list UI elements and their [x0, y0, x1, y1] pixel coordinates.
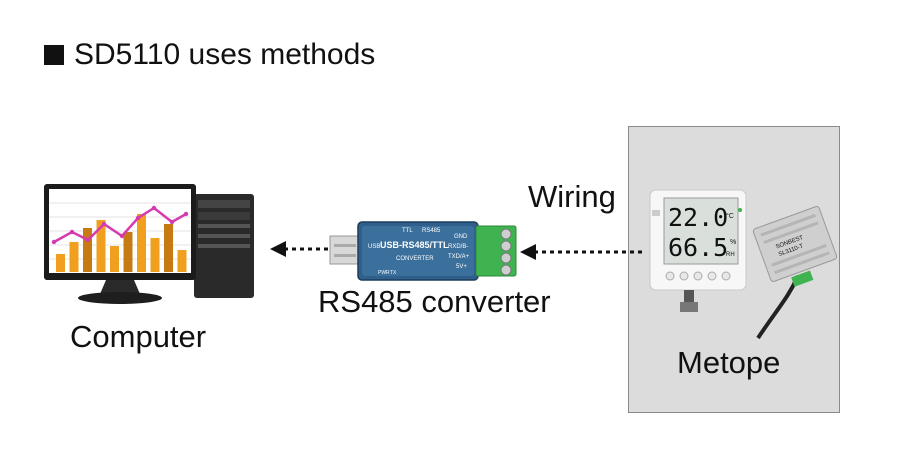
monitor-bar: [137, 214, 146, 272]
converter-tx-text: TX: [390, 270, 397, 276]
monitor-icon: [44, 184, 196, 304]
sensor-cable: [756, 275, 800, 340]
computer-illustration: [44, 184, 254, 304]
monitor-bar: [164, 224, 173, 272]
converter-gnd-text: GND: [454, 234, 468, 240]
external-probe-icon: SONBEST SL3110-T: [752, 206, 838, 287]
metope-sensor-illustration: 22.0 °C 66.5 % RH SONBEST SL3110-T: [649, 189, 838, 340]
converter-txd-text: TXD/A+: [448, 254, 470, 260]
monitor-trend-point: [69, 229, 75, 235]
heading-text: SD5110 uses methods: [74, 38, 376, 71]
converter-rs485-text: RS485: [422, 228, 441, 234]
converter-5v-text: 5V+: [456, 264, 467, 270]
converter-title-text: USB-RS485/TTL: [380, 240, 449, 250]
monitor-trend-point: [51, 239, 57, 245]
wall-sensor-icon: 22.0 °C 66.5 % RH: [649, 189, 747, 312]
monitor-bar: [83, 228, 92, 272]
monitor-trend-point: [135, 215, 141, 221]
converter-rxd-text: RXD/B-: [448, 244, 468, 250]
metope-label: Metope: [677, 345, 781, 380]
monitor-trend-point: [119, 233, 125, 239]
terminal-block-icon: [475, 225, 517, 277]
sensor-hum-unit-text: %: [730, 239, 736, 246]
monitor-bar: [69, 242, 79, 272]
monitor-bar: [110, 246, 119, 272]
rs485-converter-illustration: TTL RS485 USB USB-RS485/TTL CONVERTER GN…: [329, 221, 517, 281]
monitor-trend-point: [183, 211, 189, 217]
monitor-trend-point: [151, 205, 157, 211]
converter-sub-text: CONVERTER: [396, 256, 434, 262]
monitor-trend-point: [85, 237, 91, 243]
monitor-bar: [150, 238, 160, 272]
wiring-label: Wiring: [528, 179, 616, 214]
converter-usb-text: USB: [368, 244, 380, 250]
sensor-temperature-text: 22.0: [668, 203, 728, 232]
converter-label: RS485 converter: [318, 284, 551, 319]
pc-tower-icon: [194, 194, 254, 298]
arrow-to-converter: [520, 244, 642, 260]
sensor-temp-unit-text: °C: [726, 212, 734, 220]
converter-pwr-text: PWR: [378, 270, 390, 276]
monitor-bar: [177, 250, 187, 272]
monitor-trend-point: [169, 219, 175, 225]
sensor-humidity-text: 66.5: [668, 233, 728, 262]
monitor-bar: [96, 220, 106, 272]
monitor-trend-point: [101, 221, 107, 227]
converter-ttl-text: TTL: [402, 228, 413, 234]
heading-bullet-square: [44, 45, 64, 65]
section-heading: SD5110 uses methods: [44, 38, 375, 72]
monitor-bar: [123, 232, 133, 272]
monitor-bar: [56, 254, 65, 272]
sensor-hum-sub-text: RH: [726, 252, 735, 258]
arrow-to-computer: [270, 241, 348, 257]
computer-label: Computer: [70, 319, 207, 354]
